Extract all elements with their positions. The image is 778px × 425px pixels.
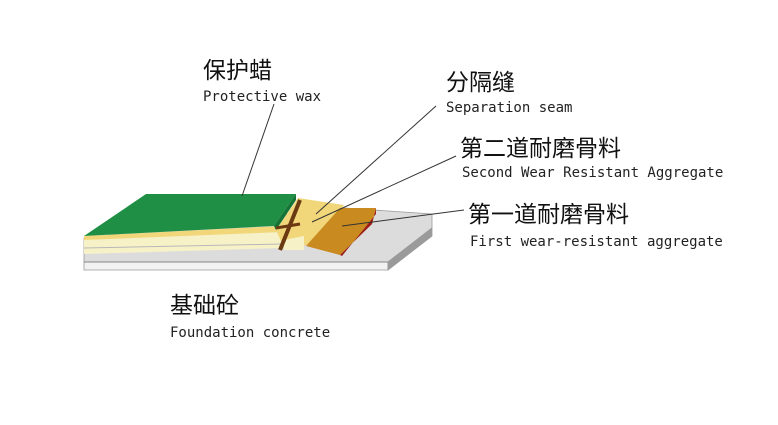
wax-top-face [84,194,296,236]
protective-wax-layer [84,194,296,236]
concrete-side-face [387,227,433,271]
yellow-aggregate-strip [276,198,344,250]
leader-protective-wax [241,103,275,197]
label-protective-wax-en: Protective wax [203,89,321,105]
label-first-aggregate-en: First wear-resistant aggregate [470,234,723,250]
aggregate-second-band [84,226,282,240]
leader-first-aggregate [341,209,465,227]
label-separation-seam: 分隔缝 Separation seam [446,70,572,116]
label-protective-wax-cn: 保护蜡 [203,58,272,84]
leader-second-aggregate [311,155,457,223]
label-foundation-cn: 基础砼 [170,293,239,319]
leader-lines [241,103,465,227]
wax-side-face [274,194,296,230]
leader-separation-seam [315,105,437,215]
label-first-aggregate-cn: 第一道耐磨骨料 [468,202,629,228]
separation-seam-lines [275,199,302,251]
yellow-front-light [284,236,304,250]
seam-line-horizontal [275,222,301,230]
label-second-aggregate: 第二道耐磨骨料 Second Wear Resistant Aggregate [460,136,723,181]
label-protective-wax: 保护蜡 Protective wax [203,58,321,105]
band-line [83,243,283,249]
orange-aggregate-block [306,208,376,256]
label-second-aggregate-cn: 第二道耐磨骨料 [460,136,621,162]
label-separation-seam-en: Separation seam [446,100,572,116]
label-foundation-en: Foundation concrete [170,325,330,341]
label-first-aggregate: 第一道耐磨骨料 First wear-resistant aggregate [468,202,723,250]
concrete-front-face [83,261,389,271]
orange-top-face [306,208,376,255]
label-separation-seam-cn: 分隔缝 [446,70,515,96]
yellow-top-face [276,198,344,248]
label-foundation: 基础砼 Foundation concrete [170,293,330,341]
label-second-aggregate-en: Second Wear Resistant Aggregate [462,165,723,181]
layer-bands [83,226,283,254]
